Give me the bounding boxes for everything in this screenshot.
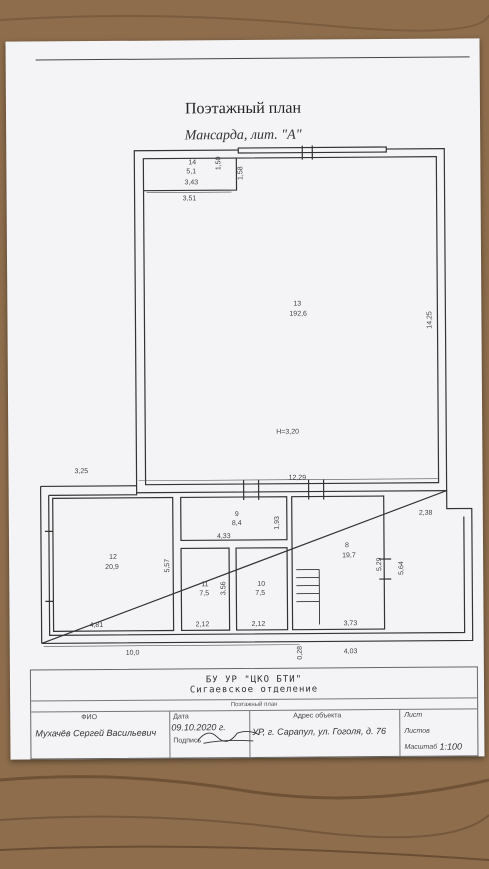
stamp-divider (169, 711, 171, 758)
dim-1-93: 1,93 (274, 516, 281, 530)
lower-outer-wall (40, 485, 474, 645)
dim-3-56: 3,56 (220, 581, 227, 595)
scale-label: Масштаб (404, 743, 438, 751)
room-11-walls (180, 547, 231, 632)
dim-4-81: 4,81 (90, 622, 104, 629)
dim-12-29: 12,29 (289, 475, 307, 482)
floor-plan-drawing: 14 5,1 3,43 1,50 1,58 3,51 13 192,6 14,2… (40, 145, 474, 660)
room-10-walls (235, 547, 289, 631)
attic-outer-wall (133, 147, 448, 494)
dim-3-73: 3,73 (344, 620, 358, 627)
dim-4-03: 4,03 (344, 648, 358, 655)
date-header: Дата (173, 713, 189, 721)
floor-plan-sheet: Поэтажный план Мансарда, лит. "А" (5, 38, 485, 760)
room-12-area: 20,9 (105, 564, 119, 571)
staircase (296, 569, 321, 625)
attic-inner-wall (142, 156, 440, 486)
dim-3-25: 3,25 (74, 468, 88, 475)
lower-inner-wall (48, 492, 466, 636)
lower-outer-wall-left (40, 486, 43, 644)
fio-value: Мухачёв Сергей Васильевич (35, 727, 157, 739)
dim-2-12-b: 2,12 (252, 621, 266, 628)
room-13-area: 192,6 (289, 311, 307, 318)
sheets-label: Листов (404, 727, 430, 735)
dim-2-38: 2,38 (419, 510, 433, 517)
room-14-walls (143, 158, 238, 192)
room-11-area: 7,5 (199, 590, 209, 597)
dim-5-64: 5,64 (398, 561, 405, 575)
fio-header: ФИО (81, 714, 98, 722)
room-10-area: 7,5 (255, 590, 265, 597)
room-9-walls (180, 496, 288, 542)
scale-value: 1:100 (439, 741, 462, 752)
address-header: Адрес объекта (293, 712, 342, 720)
room-14-area: 5,1 (186, 168, 196, 175)
address-value: УР, г. Сарапул, ул. Гоголя, д. 76 (252, 726, 386, 737)
sheet-label: Лист (404, 711, 423, 719)
dim-4-33: 4,33 (217, 533, 231, 540)
room-12-number: 12 (109, 554, 117, 561)
height-label: H=3,20 (276, 429, 299, 436)
room-8-number: 8 (345, 542, 349, 549)
room-11-number: 11 (201, 581, 208, 588)
dim-10-0: 10,0 (126, 650, 140, 657)
dim-3-51: 3,51 (183, 195, 197, 202)
title-block-stamp: БУ УР "ЦКО БТИ" Сигаевское отделение Поэ… (29, 666, 479, 760)
dim-0-28: 0,28 (297, 646, 304, 660)
room-13-number: 13 (293, 301, 301, 308)
dim-5-29: 5,29 (376, 557, 383, 571)
handwritten-signature (197, 730, 260, 744)
room-14-number: 14 (188, 159, 196, 166)
dim-2-12-a: 2,12 (196, 621, 210, 628)
department-name: Сигаевское отделение (189, 684, 319, 696)
room-10-number: 10 (257, 581, 265, 588)
stamp-divider (399, 709, 401, 756)
dim-1-50: 1,50 (215, 156, 222, 170)
dim-3-43: 3,43 (184, 179, 198, 186)
dim-14-25: 14,25 (426, 311, 433, 329)
room-8-area: 19,7 (342, 552, 356, 559)
room-12-walls (52, 496, 175, 632)
room-9-number: 9 (235, 511, 239, 518)
dim-5-57: 5,57 (164, 559, 171, 573)
room-9-area: 8,4 (232, 520, 242, 527)
dim-1-58: 1,58 (237, 166, 244, 180)
room-8-walls (291, 495, 386, 631)
plan-type-row: Поэтажный план (31, 697, 478, 713)
